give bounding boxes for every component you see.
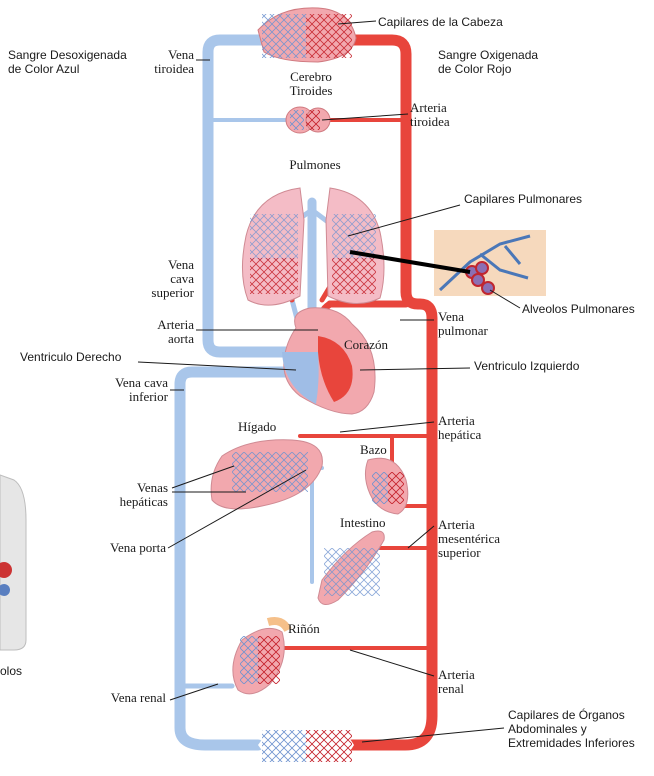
pulmonary-vein-label: Vena pulmonar xyxy=(438,310,488,338)
thyroid-vein-label: Vena tiroidea xyxy=(150,48,194,76)
kidney-label: Riñón xyxy=(288,622,320,636)
head-capillary-bed xyxy=(258,8,356,62)
mesenteric-artery-label: Arteria mesentérica superior xyxy=(438,518,500,560)
head-capillaries-label: Capilares de la Cabeza xyxy=(378,15,503,29)
superior-vena-cava-label: Vena cava superior xyxy=(140,258,194,300)
inferior-vena-cava-label: Vena cava inferior xyxy=(100,376,168,404)
thyroid-artery-label: Arteria tiroidea xyxy=(410,101,450,129)
renal-vein-label: Vena renal xyxy=(96,691,166,705)
hepatic-veins-label: Venas hepáticas xyxy=(100,481,168,509)
hepatic-artery-label: Arteria hepática xyxy=(438,414,481,442)
left-ventricle-label: Ventriculo Izquierdo xyxy=(474,359,579,373)
intestine-label: Intestino xyxy=(340,516,386,530)
spleen-label: Bazo xyxy=(360,443,387,457)
heart-shape xyxy=(282,308,375,414)
cropped-side-figure xyxy=(0,475,26,650)
spleen-shape xyxy=(365,458,407,514)
lower-capillaries-label: Capilares de Órganos Abdominales y Extre… xyxy=(508,708,635,750)
heart-label: Corazón xyxy=(344,338,388,352)
brain-thyroid-label: Cerebro Tiroides xyxy=(276,70,346,98)
kidney-shape xyxy=(233,621,288,694)
portal-vein-label: Vena porta xyxy=(90,541,166,555)
right-ventricle-label: Ventriculo Derecho xyxy=(20,350,121,364)
cropped-fragment-label: olos xyxy=(0,664,22,678)
oxygenated-legend: Sangre Oxigenada de Color Rojo xyxy=(438,48,538,76)
liver-label: Hígado xyxy=(238,420,276,434)
pulmonary-capillaries-label: Capilares Pulmonares xyxy=(464,192,582,206)
liver-shape xyxy=(211,440,322,509)
intestine-shape xyxy=(318,531,384,605)
lungs-label: Pulmones xyxy=(280,158,350,172)
renal-artery-label: Arteria renal xyxy=(438,668,475,696)
alveoli-label: Alveolos Pulmonares xyxy=(522,302,635,316)
lower-capillary-bed xyxy=(258,728,354,764)
deoxygenated-legend: Sangre Desoxigenada de Color Azul xyxy=(8,48,127,76)
aorta-label: Arteria aorta xyxy=(140,318,194,346)
